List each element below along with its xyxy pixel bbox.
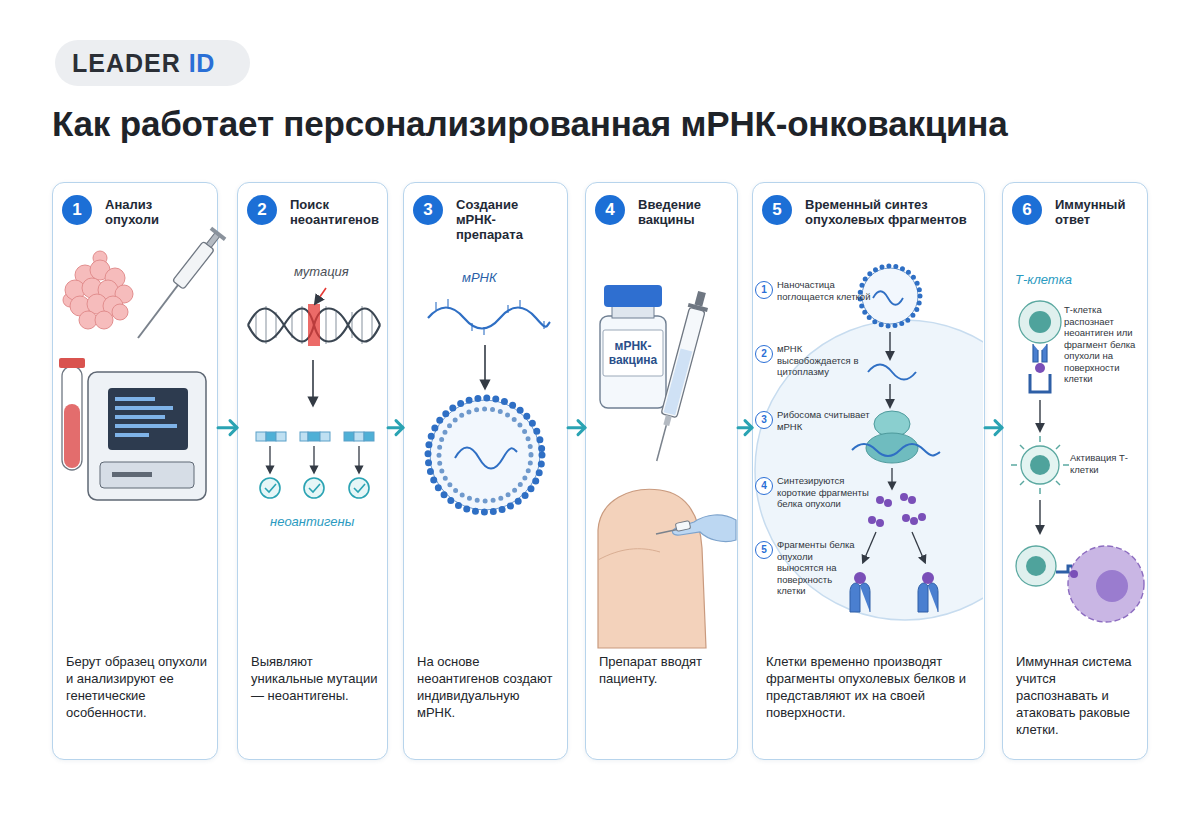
logo-badge: LEADER ID	[55, 40, 250, 86]
arrow-shaft	[218, 426, 237, 429]
arrow-head	[396, 421, 403, 435]
mhc-receptors	[850, 572, 938, 612]
step-panel: Иммунный ответИммунная система учится ра…	[1002, 182, 1148, 760]
step-heading: Иммунный ответ	[1055, 197, 1135, 227]
protein-fragments	[864, 468, 926, 560]
lipid-nanoparticle	[428, 398, 542, 512]
t-cell-attack	[1016, 546, 1144, 622]
step-description: Иммунная система учится распознавать и а…	[1016, 653, 1138, 738]
patient-arm	[598, 489, 736, 648]
step-heading: Создание мРНК-препарата	[456, 197, 561, 242]
step-panel: Создание мРНК-препарата На основе неоанти…	[403, 182, 568, 760]
step-panel: Временный синтез опухолевых фрагментовКл…	[752, 182, 985, 760]
step-heading: Временный синтез опухолевых фрагментов	[805, 197, 975, 227]
arrow-shaft	[985, 426, 1002, 429]
down-arrow	[889, 384, 890, 404]
arrow-shaft	[738, 426, 752, 429]
diagram-title: Как работает персонализированная мРНК-он…	[52, 104, 1172, 144]
tumor-sample	[63, 251, 133, 329]
flow-arrow	[388, 421, 403, 435]
fragment-bars	[256, 432, 374, 441]
arrow-head	[745, 421, 752, 435]
cell-nanoparticle	[860, 266, 920, 326]
sequencer	[88, 372, 206, 500]
step-panel: Анализ опухолиБерут образец опухоли и ан…	[52, 182, 218, 760]
step-heading: Анализ опухоли	[105, 197, 185, 227]
mrna-strand	[428, 299, 550, 335]
biopsy-syringe	[138, 227, 226, 338]
cell-body	[755, 320, 983, 620]
check-marks	[260, 446, 369, 498]
released-mrna	[868, 365, 916, 380]
down-arrow	[1039, 400, 1040, 428]
step-panel: Введение вакциныПрепарат вводят пациенту…	[585, 182, 738, 760]
arrow-head	[995, 421, 1002, 435]
arrow-head	[578, 421, 585, 435]
down-arrow	[889, 332, 890, 356]
step-description: Клетки временно производят фрагменты опу…	[766, 653, 975, 721]
flow-arrow	[218, 421, 237, 435]
flow-arrow	[738, 421, 752, 435]
arrow-head	[230, 421, 237, 435]
step-description: Выявляют уникальные мутации — неоантиген…	[251, 653, 378, 704]
step-description: Берут образец опухоли и анализируют ее г…	[66, 653, 208, 721]
arrow-shaft	[388, 426, 403, 429]
step-heading: Поиск неоантигенов	[290, 197, 380, 227]
dna-helix	[248, 288, 380, 346]
logo-word: LEADER	[72, 49, 181, 78]
syringe	[647, 289, 712, 463]
down-arrow	[484, 345, 486, 385]
down-arrow	[1039, 500, 1040, 530]
test-tube	[59, 358, 85, 470]
down-arrow	[312, 360, 314, 402]
ribosome	[852, 411, 940, 463]
flow-arrow	[568, 421, 585, 435]
vaccine-vial	[600, 285, 666, 408]
activated-t-cell	[1011, 436, 1069, 494]
arrow-shaft	[568, 426, 585, 429]
t-cell	[1019, 301, 1061, 392]
step-panel: Поиск неоантигеновВыявляют уникальные му…	[237, 182, 388, 760]
step-description: Препарат вводят пациенту.	[599, 653, 728, 687]
step-heading: Введение вакцины	[638, 197, 723, 227]
logo-accent: ID	[189, 49, 215, 78]
step-description: На основе неоантигенов создают индивидуа…	[417, 653, 558, 721]
flow-arrow	[985, 421, 1002, 435]
